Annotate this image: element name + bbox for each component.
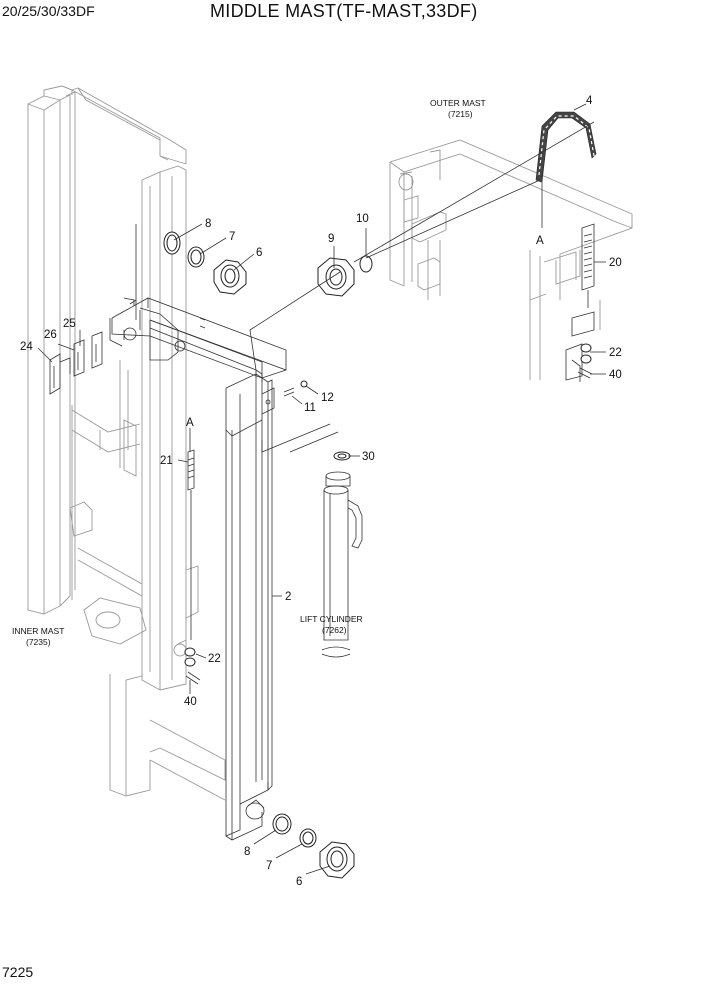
callout-40-lower: 40 — [184, 696, 197, 708]
outer-mast-drawing — [389, 139, 633, 380]
callout-12: 12 — [321, 392, 334, 404]
page-number: 7225 — [2, 964, 33, 980]
chain-anchor-bolt-inner — [184, 380, 308, 685]
lift-cylinder-ref: (7262) — [322, 625, 347, 635]
callout-7-lower: 7 — [266, 860, 272, 872]
callout-a-lower: A — [186, 417, 194, 429]
callout-2: 2 — [285, 591, 291, 603]
middle-mast-channel — [225, 369, 275, 841]
callout-6-lower: 6 — [296, 876, 302, 888]
callout-8-lower: 8 — [244, 846, 250, 858]
inner-mast-drawing — [27, 85, 226, 801]
callout-20: 20 — [609, 257, 622, 269]
inner-mast-brackets — [49, 331, 103, 395]
inner-mast-ref: (7235) — [26, 637, 51, 647]
callout-4: 4 — [586, 95, 593, 107]
callout-8-upper: 8 — [205, 218, 211, 230]
callout-40-upper: 40 — [609, 369, 622, 381]
callout-a-upper: A — [536, 235, 544, 247]
callout-10: 10 — [356, 213, 369, 225]
lift-chain — [535, 111, 597, 183]
outer-mast-ref: (7215) — [448, 109, 473, 119]
callout-24: 24 — [20, 341, 33, 353]
callout-30: 30 — [362, 451, 375, 463]
callout-25: 25 — [63, 318, 76, 330]
page-title: MIDDLE MAST(TF-MAST,33DF) — [210, 1, 478, 21]
lift-cylinder-label: LIFT CYLINDER — [300, 614, 363, 624]
callout-22-upper: 22 — [609, 347, 622, 359]
roller-set-lower — [272, 813, 355, 879]
callout-26: 26 — [44, 329, 57, 341]
callout-11: 11 — [304, 402, 316, 414]
callout-7-upper: 7 — [229, 231, 235, 243]
leader-lines — [37, 103, 606, 875]
lift-cylinder-drawing — [321, 451, 363, 658]
chain-anchor-bolt — [565, 223, 595, 382]
model-number: 20/25/30/33DF — [2, 3, 95, 19]
upper-nut-and-pin — [577, 343, 593, 379]
inner-mast-label: INNER MAST — [12, 626, 64, 636]
outer-mast-label: OUTER MAST — [430, 98, 486, 108]
callout-6-upper: 6 — [256, 247, 262, 259]
callout-9: 9 — [328, 233, 334, 245]
callout-22-lower: 22 — [208, 653, 221, 665]
roller-set-upper — [163, 231, 373, 297]
callout-21: 21 — [160, 455, 173, 467]
